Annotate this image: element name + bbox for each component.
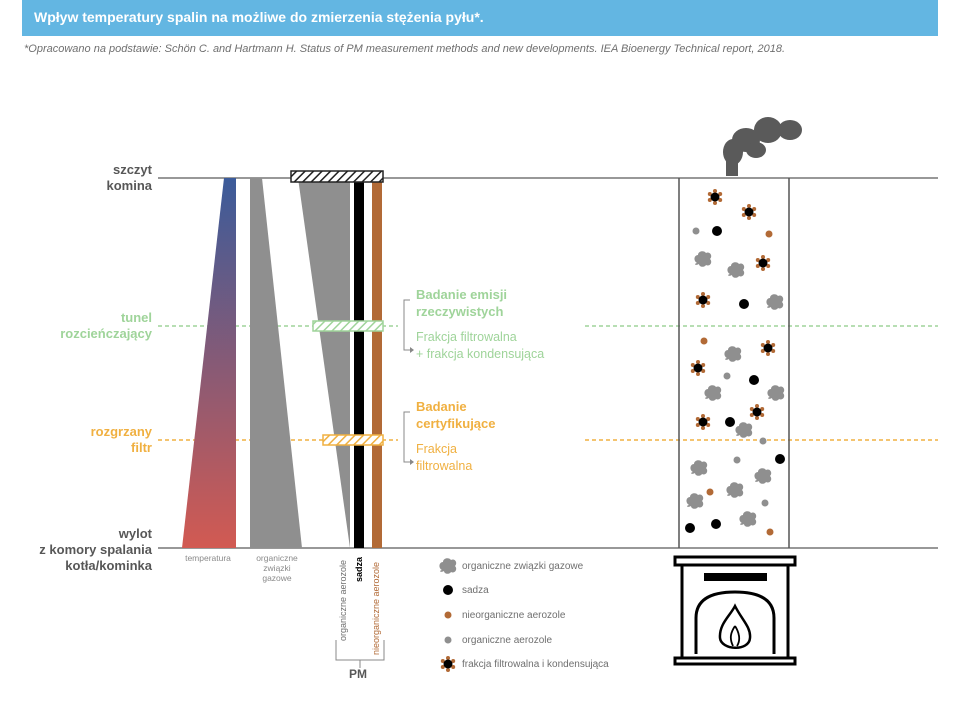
level-filter-label: rozgrzany filtr [12, 424, 152, 456]
smoke-icon [723, 117, 802, 176]
temperature-label: temperatura [185, 553, 231, 563]
level-top-line1: szczyt [112, 162, 152, 177]
page-title: Wpływ temperatury spalin na możliwe do z… [34, 9, 484, 25]
level-outlet-line2: z komory spalania [39, 542, 152, 557]
real-emission-arrow [410, 347, 414, 353]
real-emission-bracket [403, 299, 410, 351]
real-emission-subtitle: Frakcja filtrowalna + frakcja kondensują… [416, 329, 544, 363]
source-note: *Opracowano na podstawie: Schön C. and H… [24, 43, 786, 55]
legend-gas-label: organiczne związki gazowe [462, 561, 584, 572]
filter-hatch-filter [322, 434, 384, 446]
organic-dot-icon [444, 636, 452, 644]
real-emission-title: Badanie emisji rzeczywistych [416, 286, 507, 320]
level-top-line2: komina [106, 178, 152, 193]
certification-bracket [403, 411, 410, 463]
certification-title-line1: Badanie [416, 399, 467, 414]
legend-organic-label: organiczne aerozole [462, 635, 553, 646]
gas-cloud-icon [439, 558, 457, 574]
legend-inorganic-label: nieorganiczne aerozole [462, 610, 566, 621]
level-filter-line2: filtr [131, 440, 152, 455]
tunnel-hatch-filter [312, 320, 384, 332]
level-outlet-label: wylot z komory spalania kotła/kominka [12, 526, 152, 574]
organic-aerosol-wedge [298, 178, 350, 548]
certification-subtitle-line1: Frakcja [416, 442, 457, 456]
organic-gas-label: organiczne związki gazowe [245, 553, 309, 583]
level-outlet-line3: kotła/kominka [65, 558, 152, 573]
level-tunnel-line2: rozcieńczający [60, 326, 152, 341]
soot-dot-icon [443, 585, 453, 595]
soot-bar [354, 178, 364, 548]
fireplace-icon [673, 555, 797, 666]
legend-filterable-label: frakcja filtrowalna i kondensująca [462, 659, 609, 670]
real-emission-subtitle-line1: Frakcja filtrowalna [416, 330, 517, 344]
organic-gas-label-line1: organiczne [256, 553, 298, 563]
organic-aerosols-label: organiczne aerozole [338, 559, 348, 641]
real-emission-title-line1: Badanie emisji [416, 287, 508, 302]
certification-arrow [410, 459, 414, 465]
filterable-condensable-icon [440, 656, 456, 672]
pm-label: PM [349, 667, 367, 681]
certification-title: Badanie certyfikujące [416, 398, 496, 432]
level-tunnel-label: tunel rozcieńczający [12, 310, 152, 342]
chimney-particles [685, 189, 785, 536]
level-top-label: szczyt komina [12, 162, 152, 194]
certification-title-line2: certyfikujące [416, 416, 496, 431]
legend-soot-label: sadza [462, 585, 489, 596]
organic-gas-wedge [250, 178, 302, 548]
real-emission-title-line2: rzeczywistych [416, 304, 504, 319]
soot-label: sadza [354, 556, 364, 582]
real-emission-subtitle-line2: + frakcja kondensująca [416, 347, 545, 361]
top-hatch-filter [290, 170, 384, 183]
certification-subtitle-line2: filtrowalna [416, 459, 473, 473]
level-tunnel-line1: tunel [120, 310, 152, 325]
inorganic-aerosol-bar [372, 178, 382, 548]
level-outlet-line1: wylot [118, 526, 152, 541]
inorganic-aerosols-label: nieorganiczne aerozole [371, 561, 381, 655]
organic-gas-label-line3: gazowe [262, 573, 292, 583]
temperature-wedge [182, 178, 236, 548]
inorganic-dot-icon [444, 611, 452, 619]
certification-subtitle: Frakcja filtrowalna [416, 441, 472, 475]
title-bar: Wpływ temperatury spalin na możliwe do z… [22, 0, 938, 36]
level-filter-line1: rozgrzany [90, 424, 152, 439]
organic-gas-label-line2: związki [263, 563, 291, 573]
